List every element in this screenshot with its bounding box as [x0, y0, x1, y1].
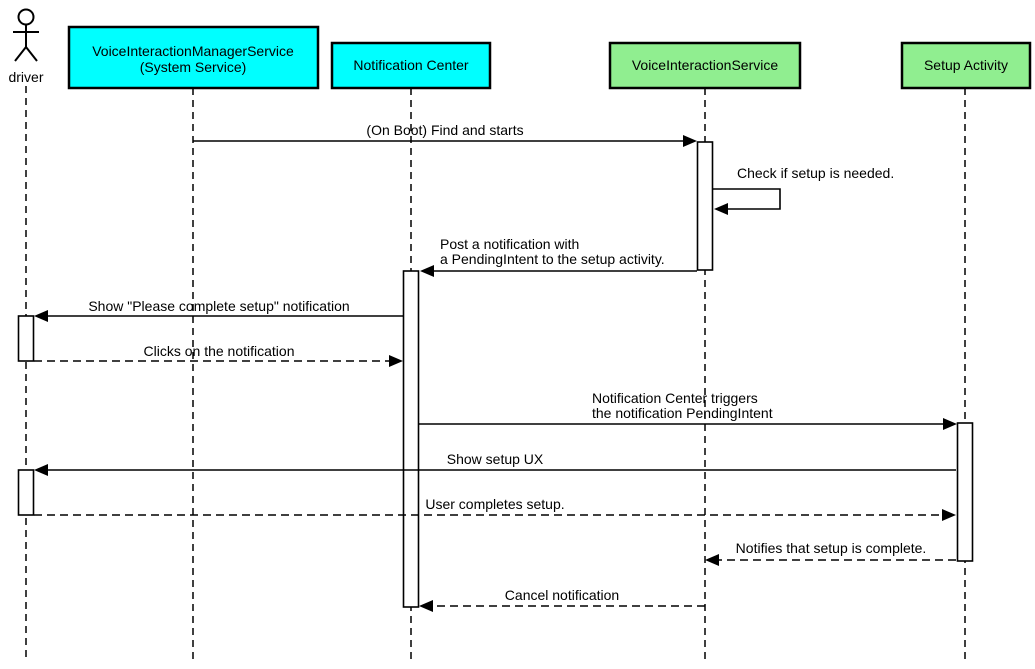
message-label: (On Boot) Find and starts [366, 122, 523, 138]
participant-box-rect [900, 41, 1032, 90]
message-label-line1: Notification Center triggers [592, 390, 758, 406]
arrowhead [34, 464, 48, 476]
activation-notification-center [402, 270, 420, 608]
message-label: User completes setup. [425, 496, 564, 512]
message-trigger-pendingintent: Notification Center triggers the notific… [419, 390, 957, 430]
actor-leg-right [25, 46, 38, 62]
message-label: Notifies that setup is complete. [736, 540, 927, 556]
participant-label: VoiceInteractionService [632, 57, 779, 73]
message-label-line1: Post a notification with [440, 236, 579, 252]
message-label: Clicks on the notification [144, 343, 295, 359]
participant-label: Notification Center [353, 57, 469, 73]
message-notifies-setup-complete: Notifies that setup is complete. [705, 540, 956, 566]
message-find-and-starts: (On Boot) Find and starts [193, 122, 697, 147]
participant-setup-activity: Setup Activity [900, 41, 1032, 90]
arrowhead [705, 554, 719, 566]
participant-box-rect [608, 41, 802, 90]
arrowhead [420, 265, 434, 277]
activation-setup-activity [956, 422, 974, 562]
activation-driver-2 [17, 469, 35, 516]
message-label: Show "Please complete setup" notificatio… [88, 298, 349, 314]
participant-voice-interaction-manager-service: VoiceInteractionManagerService (System S… [67, 25, 320, 90]
participant-notification-center: Notification Center [330, 41, 492, 90]
activation-driver-1 [17, 315, 35, 362]
arrowhead [683, 135, 697, 147]
message-check-setup-needed: Check if setup is needed. [713, 165, 894, 215]
participant-box-rect [67, 25, 320, 90]
arrowhead [34, 310, 48, 322]
participant-label-line1: VoiceInteractionManagerService [92, 43, 294, 59]
message-label: Check if setup is needed. [737, 165, 894, 181]
participant-label-line2: (System Service) [140, 59, 247, 75]
message-label-line2: the notification PendingIntent [592, 405, 773, 421]
participant-voice-interaction-service: VoiceInteractionService [608, 41, 802, 90]
actor-label: driver [8, 69, 43, 85]
message-label: Cancel notification [505, 587, 619, 603]
message-label-line2: a PendingIntent to the setup activity. [440, 251, 665, 267]
message-show-setup-notification: Show "Please complete setup" notificatio… [34, 298, 404, 322]
actor-leg-left [14, 46, 27, 62]
message-clicks-notification: Clicks on the notification [34, 343, 403, 367]
arrowhead [389, 355, 403, 367]
arrowhead [943, 418, 957, 430]
actor-driver: driver [8, 8, 44, 85]
arrowhead [419, 600, 433, 612]
message-label: Show setup UX [447, 451, 544, 467]
message-show-setup-ux: Show setup UX [34, 451, 956, 476]
message-post-notification: Post a notification with a PendingIntent… [420, 236, 697, 277]
participant-box-rect [330, 41, 492, 90]
arrowhead [942, 509, 956, 521]
activation-voice-interaction-service [696, 141, 714, 271]
arrowhead [714, 203, 728, 215]
message-user-completes-setup: User completes setup. [34, 496, 956, 521]
actor-head [17, 8, 35, 26]
message-line [713, 188, 781, 210]
message-cancel-notification: Cancel notification [419, 587, 705, 612]
participant-label: Setup Activity [924, 57, 1008, 73]
